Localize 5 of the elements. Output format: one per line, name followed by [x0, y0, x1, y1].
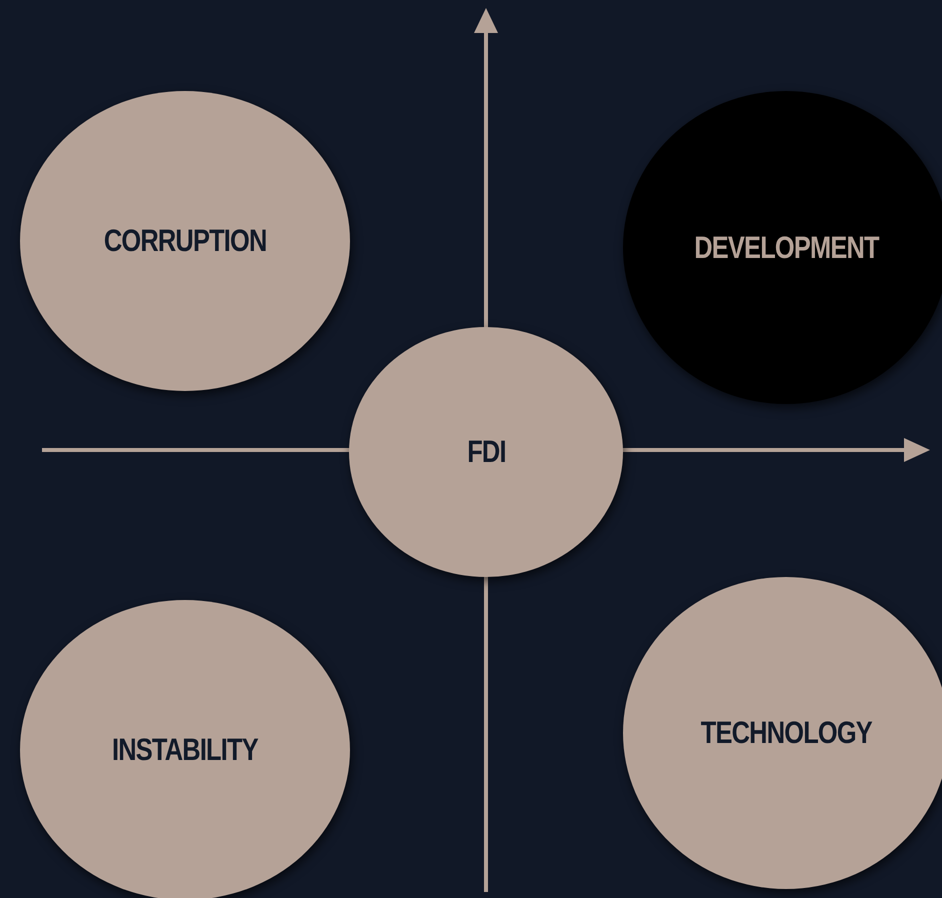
node-label: CORRUPTION	[104, 223, 266, 259]
node-label: INSTABILITY	[112, 732, 258, 768]
node-label: FDI	[466, 434, 506, 470]
node-label: DEVELOPMENT	[694, 230, 878, 266]
node-label: TECHNOLOGY	[700, 715, 872, 751]
